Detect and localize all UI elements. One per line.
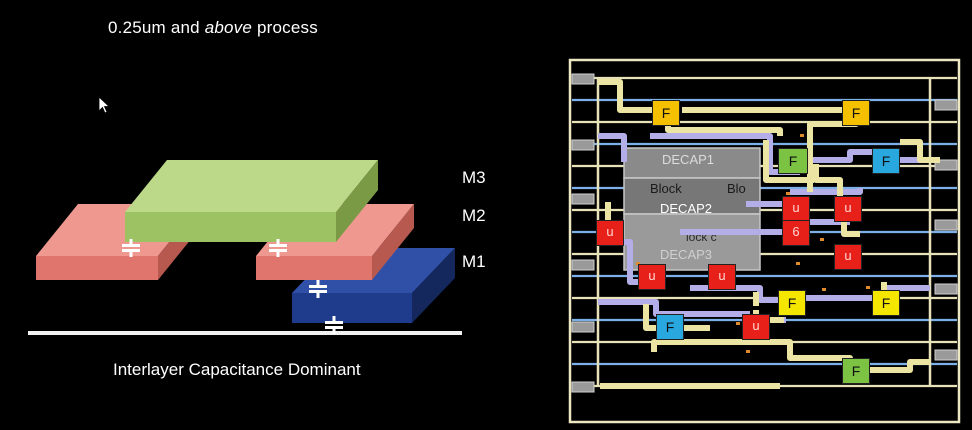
title-emphasis: above (204, 18, 253, 37)
capacitor-icon (325, 316, 343, 334)
caption: Interlayer Capacitance Dominant (113, 360, 361, 379)
m3-layer (125, 160, 378, 242)
chip-boundary (568, 58, 961, 424)
chip-layout-diagram: DECAP1 Block Blo DECAP2 lock c DECAP3 (568, 58, 961, 424)
slide-title: 0.25um and above process (108, 18, 318, 38)
capacitor-icon (309, 280, 327, 298)
capacitor-icon (122, 239, 140, 257)
decap2-label: DECAP2 (660, 201, 712, 216)
block-label: Block (650, 181, 682, 196)
metal-stack-diagram (28, 160, 462, 335)
title-suffix: process (252, 18, 318, 37)
decap1-label: DECAP1 (662, 152, 714, 167)
block-label-2: Blo (727, 181, 746, 196)
capacitor-symbols (122, 239, 343, 334)
layer-label-m1: M1 (462, 252, 486, 271)
title-prefix: 0.25um and (108, 18, 205, 37)
mouse-cursor-icon (98, 96, 111, 114)
decap3-label: DECAP3 (660, 247, 712, 262)
substrate-line (28, 331, 462, 335)
capacitor-icon (269, 239, 287, 257)
layer-label-m3: M3 (462, 168, 486, 187)
io-pads (571, 73, 958, 393)
layer-label-m2: M2 (462, 206, 486, 225)
m1-layer (292, 248, 455, 323)
